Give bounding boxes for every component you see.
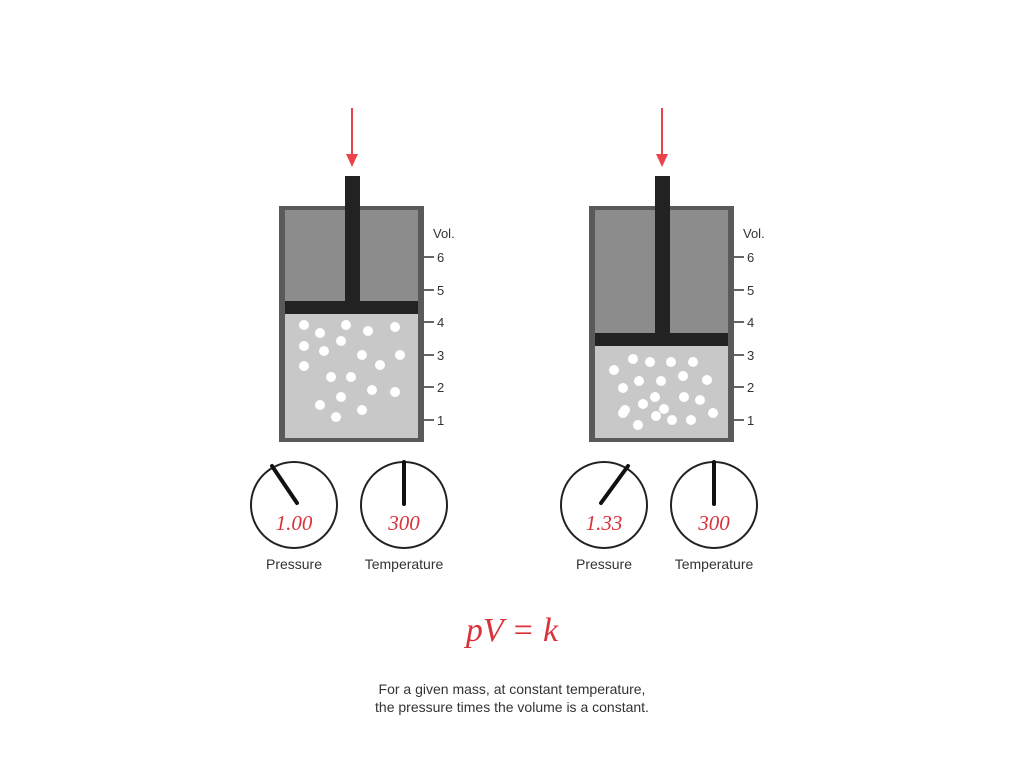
piston-rod — [655, 176, 670, 334]
gas-particle — [319, 346, 329, 356]
gas-particle — [659, 404, 669, 414]
gas-particle — [666, 357, 676, 367]
gas-particle — [695, 395, 705, 405]
scale-tick-label: 6 — [437, 250, 444, 265]
caption: For a given mass, at constant temperatur… — [0, 680, 1024, 716]
caption-line-1: For a given mass, at constant temperatur… — [378, 681, 646, 697]
gauge-value: 1.00 — [276, 511, 313, 535]
volume-scale-ticks: 1 2 3 4 5 6 — [424, 250, 444, 428]
boyles-law-equation: pV = k — [465, 612, 559, 649]
gas-particle — [336, 336, 346, 346]
gas-particle — [656, 376, 666, 386]
gauge-label: Temperature — [365, 556, 444, 572]
scale-tick-label: 3 — [747, 348, 754, 363]
gauge-dial — [250, 461, 338, 549]
caption-line-2: the pressure times the volume is a const… — [375, 699, 649, 715]
gas-particle — [645, 357, 655, 367]
gas-particle — [315, 328, 325, 338]
gas-particle — [299, 320, 309, 330]
gas-particle — [609, 365, 619, 375]
volume-scale: Vol. 1 2 3 4 5 6 — [424, 226, 455, 428]
scale-tick-label: 4 — [437, 315, 444, 330]
volume-scale-title: Vol. — [743, 226, 765, 241]
cylinder-right: Vol. 1 2 3 4 5 6 1.33 Pressure 300 Temperatur… — [560, 108, 765, 572]
gauge-label: Temperature — [675, 556, 754, 572]
scale-tick-label: 5 — [747, 283, 754, 298]
cylinder-left: Vol. 1 2 3 4 5 6 1.00 Pressure 300 Temperatur… — [250, 108, 455, 572]
scale-tick-label: 3 — [437, 348, 444, 363]
gas-particle — [390, 387, 400, 397]
gas-particle — [678, 371, 688, 381]
gauge-needle — [599, 464, 630, 505]
piston-rod — [345, 176, 360, 302]
gas-particle — [336, 392, 346, 402]
piston-head — [595, 333, 728, 346]
gas-particle — [618, 408, 628, 418]
gas-particle — [686, 415, 696, 425]
gas-particle — [341, 320, 351, 330]
gas-particle — [650, 392, 660, 402]
gauge-value: 300 — [697, 511, 730, 535]
volume-scale-ticks: 1 2 3 4 5 6 — [734, 250, 754, 428]
gas-particle — [367, 385, 377, 395]
pressure-gauge: 1.00 Pressure — [250, 461, 338, 572]
gas-particle — [299, 341, 309, 351]
piston-head — [285, 301, 418, 314]
gas-particle — [363, 326, 373, 336]
gauge-label: Pressure — [576, 556, 632, 572]
gas-particle — [633, 420, 643, 430]
volume-scale: Vol. 1 2 3 4 5 6 — [734, 226, 765, 428]
temperature-gauge: 300 Temperature — [360, 460, 448, 572]
pressure-gauge: 1.33 Pressure — [560, 461, 648, 572]
gas-particle — [390, 322, 400, 332]
gauge-dial — [560, 461, 648, 549]
gas-particle — [331, 412, 341, 422]
gauge-value: 1.33 — [586, 511, 623, 535]
gas-particle — [326, 372, 336, 382]
gas-particle — [315, 400, 325, 410]
gas-particle — [357, 350, 367, 360]
scale-tick-label: 1 — [437, 413, 444, 428]
temperature-gauge: 300 Temperature — [670, 460, 758, 572]
gas-particle — [638, 399, 648, 409]
gas-particle — [702, 375, 712, 385]
gas-particle — [395, 350, 405, 360]
gas-particle — [628, 354, 638, 364]
gas-particle — [651, 411, 661, 421]
force-arrow-head — [346, 154, 358, 167]
scale-tick-label: 5 — [437, 283, 444, 298]
gas-particle — [375, 360, 385, 370]
scale-tick-label: 4 — [747, 315, 754, 330]
gas-particle — [346, 372, 356, 382]
gauge-label: Pressure — [266, 556, 322, 572]
gas-particle — [708, 408, 718, 418]
gas-particle — [688, 357, 698, 367]
gauge-needle — [270, 464, 299, 505]
gas-particle — [618, 383, 628, 393]
gas-particles — [299, 320, 405, 422]
gas-particle — [679, 392, 689, 402]
gas-chamber — [595, 346, 728, 438]
scale-tick-label: 2 — [747, 380, 754, 395]
gas-particle — [667, 415, 677, 425]
gas-particle — [634, 376, 644, 386]
scale-tick-label: 6 — [747, 250, 754, 265]
volume-scale-title: Vol. — [433, 226, 455, 241]
gas-particles — [609, 354, 718, 430]
gauge-value: 300 — [387, 511, 420, 535]
force-arrow-head — [656, 154, 668, 167]
gas-particle — [299, 361, 309, 371]
scale-tick-label: 2 — [437, 380, 444, 395]
gas-particle — [357, 405, 367, 415]
scale-tick-label: 1 — [747, 413, 754, 428]
